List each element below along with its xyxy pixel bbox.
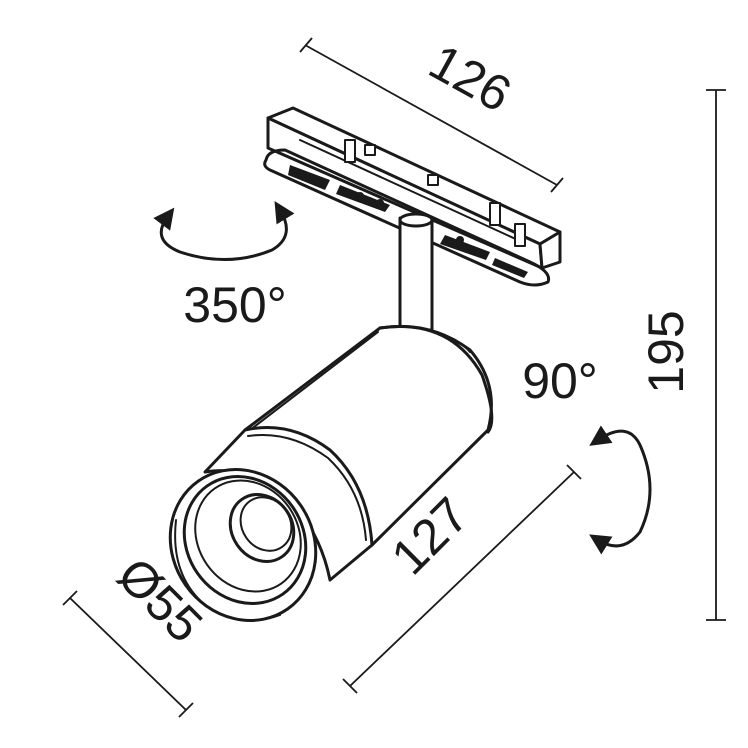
connector-pins xyxy=(288,139,528,278)
rotate-horizontal-arrow-icon xyxy=(153,201,295,261)
rotation-vertical: 90° xyxy=(522,353,652,555)
track-adapter xyxy=(263,106,562,287)
label-horizontal-rotation: 350° xyxy=(183,277,286,333)
rotate-vertical-arrow-icon xyxy=(589,425,652,555)
dimension-total-height: 195 xyxy=(638,89,726,621)
label-total-height: 195 xyxy=(638,310,694,393)
spotlight-body xyxy=(168,324,494,622)
stem xyxy=(398,212,434,332)
label-track-length: 126 xyxy=(420,33,520,122)
rotation-horizontal: 350° xyxy=(153,201,295,333)
label-vertical-rotation: 90° xyxy=(522,353,598,409)
